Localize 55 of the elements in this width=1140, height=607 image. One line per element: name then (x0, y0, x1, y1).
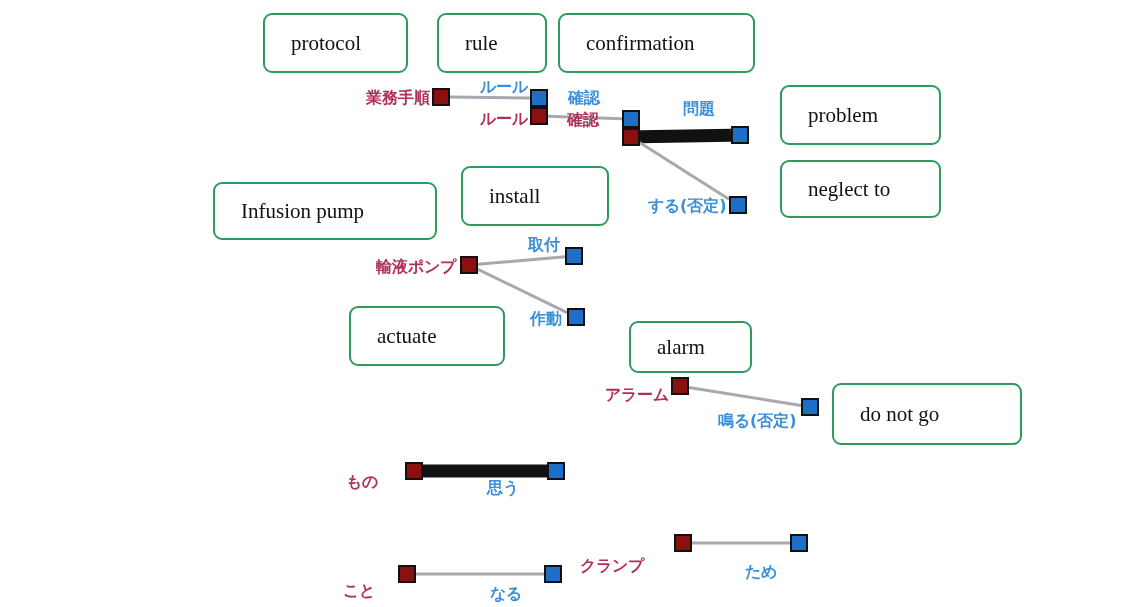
term-label: こと (343, 582, 375, 600)
link-line (639, 141, 730, 201)
term-node-square (432, 88, 450, 106)
term-node-square (398, 565, 416, 583)
term-node-square (729, 196, 747, 214)
term-label: なる (490, 585, 522, 603)
term-label: 輸液ポンプ (376, 258, 456, 276)
term-node-square (530, 89, 548, 107)
translation-label-box: neglect to (780, 160, 941, 218)
term-node-square (405, 462, 423, 480)
translation-label-box: Infusion pump (213, 182, 437, 240)
translation-label-box: confirmation (558, 13, 755, 73)
link-line (692, 541, 790, 545)
link-line (450, 95, 530, 100)
thick-link-bar (423, 464, 547, 478)
term-label: 業務手順 (366, 89, 430, 107)
term-label: アラーム (605, 386, 669, 404)
term-label: ルール (480, 78, 528, 96)
translation-label-box: install (461, 166, 609, 226)
term-label: もの (346, 473, 378, 491)
translation-label-box: rule (437, 13, 547, 73)
term-label: ルール (480, 110, 528, 128)
term-node-square (674, 534, 692, 552)
term-node-square (530, 107, 548, 125)
term-node-square (567, 308, 585, 326)
term-node-square (460, 256, 478, 274)
term-label: 取付 (528, 236, 560, 254)
term-label: 確認 (567, 111, 599, 129)
translation-label-box: alarm (629, 321, 752, 373)
term-label: 確認 (568, 89, 600, 107)
term-node-square (801, 398, 819, 416)
term-label: クランプ (580, 557, 644, 575)
term-node-square (731, 126, 749, 144)
thick-link-bar (639, 128, 732, 144)
link-line (416, 572, 544, 576)
translation-label-box: protocol (263, 13, 408, 73)
term-node-square (565, 247, 583, 265)
term-label: 思う (487, 479, 519, 497)
term-node-square (790, 534, 808, 552)
link-line (688, 385, 802, 408)
translation-label-box: do not go (832, 383, 1022, 445)
term-label: 鳴る(否定) (718, 412, 797, 430)
term-label: する(否定) (648, 197, 727, 215)
term-node-square (622, 110, 640, 128)
translation-label-box: actuate (349, 306, 505, 366)
term-node-square (544, 565, 562, 583)
term-node-square (547, 462, 565, 480)
link-line (477, 268, 568, 314)
term-node-square (622, 128, 640, 146)
translation-label-box: problem (780, 85, 941, 145)
term-node-square (671, 377, 689, 395)
term-label: ため (745, 563, 777, 581)
link-line (477, 255, 566, 266)
term-label: 問題 (683, 100, 715, 118)
term-label: 作動 (530, 310, 562, 328)
